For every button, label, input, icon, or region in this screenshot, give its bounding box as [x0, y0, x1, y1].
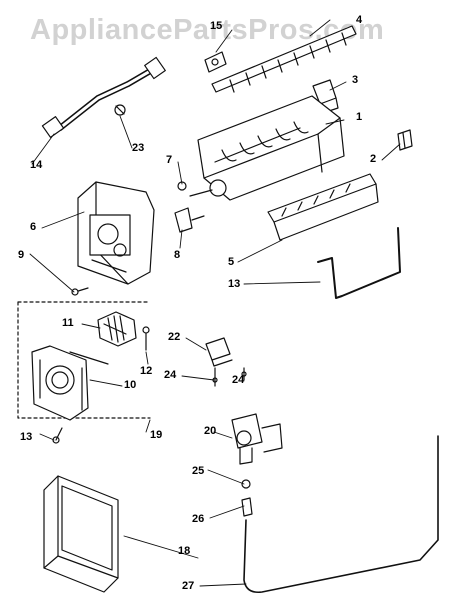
callout-24a: 24 [164, 369, 177, 381]
thermostat-part [174, 181, 205, 233]
callout-7: 7 [166, 154, 173, 166]
shutoff-arm-part [317, 227, 401, 299]
nut-part [241, 479, 253, 517]
callout-23: 23 [132, 142, 145, 154]
ejector-part [204, 25, 357, 93]
callout-11: 11 [62, 317, 74, 329]
screw-9-part [71, 287, 89, 296]
module-housing-part [77, 181, 155, 285]
clip-2-part [397, 129, 413, 151]
screw-13-part [52, 427, 63, 444]
callout-6: 6 [30, 221, 37, 233]
water-tube-part [243, 435, 439, 594]
callout-12: 12 [140, 365, 153, 377]
clip-part [114, 104, 126, 116]
ice-mold-part [189, 95, 345, 201]
callout-16: 15 [210, 20, 223, 32]
cover-part [43, 475, 119, 593]
callout-22: 22 [168, 331, 181, 343]
callout-3: 3 [352, 74, 359, 86]
callout-20: 20 [204, 425, 217, 437]
callout-14: 13 [228, 278, 241, 290]
callout-24b: 24 [232, 374, 245, 386]
screw-12-part [142, 326, 150, 351]
assembly-dashed-box [17, 301, 151, 419]
callout-10: 10 [124, 379, 137, 391]
screw-24-part [212, 367, 247, 387]
wire-harness-part [41, 56, 166, 138]
stripper-part [267, 173, 379, 241]
callout-27: 27 [182, 580, 195, 592]
callout-8: 8 [174, 249, 181, 261]
callout-15: 14 [30, 159, 43, 171]
water-valve-part [231, 413, 283, 465]
callout-19: 19 [150, 429, 163, 441]
callout-9: 9 [18, 249, 25, 261]
motor-part [97, 311, 137, 347]
leader-lines [29, 19, 401, 587]
callout-18: 18 [178, 545, 191, 557]
callout-5: 5 [228, 256, 235, 268]
module-face-part [31, 345, 109, 421]
bracket-part [205, 337, 233, 367]
lever-part [312, 79, 339, 113]
callout-4: 4 [356, 14, 363, 26]
callout-26: 26 [192, 513, 205, 525]
callout-13: 13 [20, 431, 33, 443]
callout-2: 2 [370, 153, 377, 165]
callout-1: 1 [356, 111, 363, 123]
callout-25: 25 [192, 465, 205, 477]
